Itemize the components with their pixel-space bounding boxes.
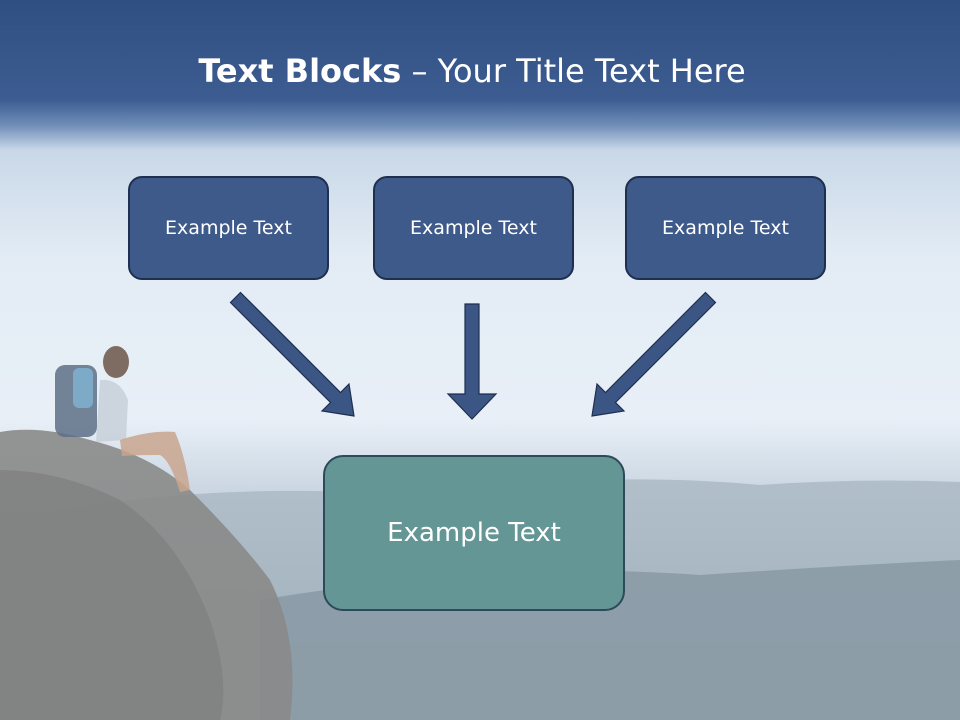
arrow-center bbox=[446, 303, 498, 420]
arrow-right bbox=[591, 291, 717, 417]
text-block-2: Example Text bbox=[373, 176, 574, 280]
text-block-3: Example Text bbox=[625, 176, 826, 280]
title-separator: – bbox=[401, 52, 438, 90]
arrow-left bbox=[229, 291, 355, 417]
title-rest: Your Title Text Here bbox=[437, 52, 746, 90]
slide-title: Text Blocks – Your Title Text Here bbox=[0, 52, 944, 90]
target-text-block: Example Text bbox=[323, 455, 625, 611]
text-block-1: Example Text bbox=[128, 176, 329, 280]
title-bold: Text Blocks bbox=[198, 52, 402, 90]
